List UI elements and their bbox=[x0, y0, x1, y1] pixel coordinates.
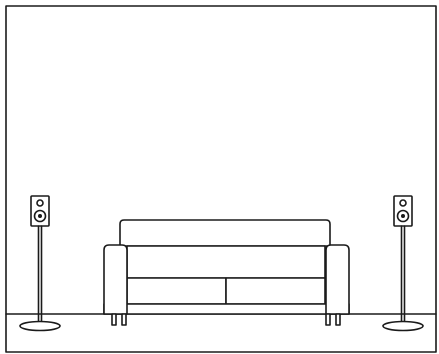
sofa-armrest-left bbox=[104, 245, 127, 314]
left-stand-base bbox=[20, 322, 60, 331]
sofa-backrest bbox=[120, 220, 330, 246]
sofa-cushion-left bbox=[127, 278, 226, 304]
sofa-base bbox=[104, 304, 349, 314]
sofa-leg bbox=[112, 314, 116, 325]
sofa-icon bbox=[104, 220, 349, 325]
sofa-leg bbox=[326, 314, 330, 325]
left-speaker-icon bbox=[20, 196, 60, 331]
right-speaker-icon bbox=[383, 196, 423, 331]
sofa-back-panel bbox=[127, 246, 325, 278]
sofa-armrest-right bbox=[326, 245, 349, 314]
sofa-leg bbox=[122, 314, 126, 325]
sofa-cushion-right bbox=[226, 278, 325, 304]
right-stand-base bbox=[383, 322, 423, 331]
sofa-leg bbox=[336, 314, 340, 325]
